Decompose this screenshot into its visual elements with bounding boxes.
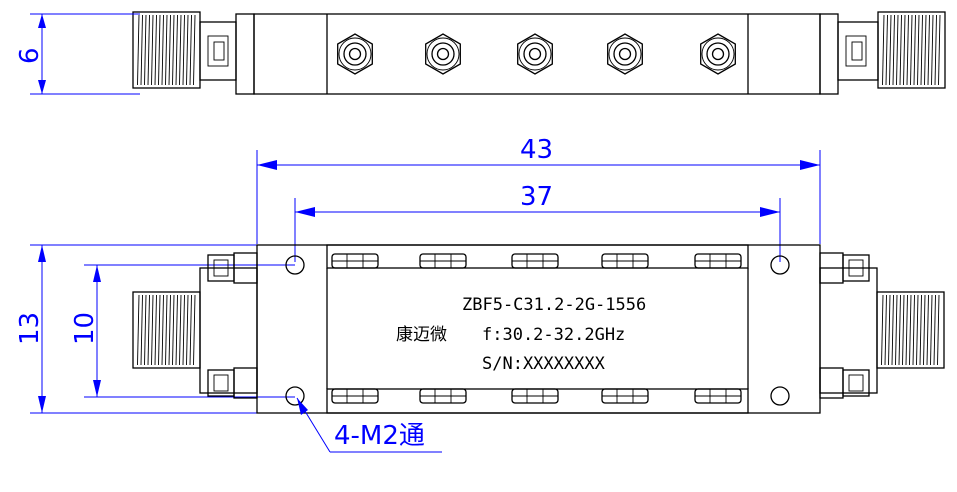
front-left-connector-thread — [137, 294, 196, 366]
mounting-holes — [285, 255, 790, 406]
top-nut — [425, 33, 461, 75]
dim-overall-length: 43 — [256, 135, 821, 244]
dim-overall-height: 13 — [15, 244, 257, 414]
front-view: 43 37 13 10 — [15, 135, 945, 453]
top-left-connector-thread — [137, 14, 196, 86]
mounting-hole-bottom-left — [285, 386, 305, 406]
front-nut — [601, 388, 649, 404]
dim-height-top: 6 — [15, 13, 140, 95]
front-view-tuning-nuts — [331, 253, 742, 404]
mounting-hole-top-right — [770, 255, 790, 275]
front-nut — [694, 253, 742, 269]
frequency-range: f:30.2-32.2GHz — [482, 325, 625, 345]
model-number: ZBF5-C31.2-2G-1556 — [462, 295, 646, 315]
brand-name: 康迈微 — [396, 325, 447, 345]
hole-callout: 4-M2通 — [296, 397, 442, 453]
top-nut — [607, 33, 643, 75]
top-nut — [337, 33, 373, 75]
top-right-connector — [819, 11, 946, 95]
dim-13-label: 13 — [15, 312, 45, 345]
mounting-hole-bottom-right — [770, 386, 790, 406]
dim-6-label: 6 — [15, 47, 45, 64]
top-nut — [517, 33, 553, 75]
front-right-connector-thread — [881, 294, 940, 366]
front-nut — [601, 253, 649, 269]
dim-hole-spacing-x: 37 — [294, 182, 781, 262]
product-label: ZBF5-C31.2-2G-1556 康迈微 f:30.2-32.2GHz S/… — [396, 295, 646, 374]
top-view: 6 — [15, 11, 946, 95]
front-left-connector — [132, 252, 258, 399]
front-nut — [511, 388, 559, 404]
dim-43-label: 43 — [520, 135, 553, 165]
front-nut — [694, 388, 742, 404]
dim-hole-spacing-y: 10 — [70, 264, 295, 398]
front-nut — [419, 253, 467, 269]
hole-callout-label: 4-M2通 — [334, 421, 425, 451]
front-nut — [511, 253, 559, 269]
dim-10-label: 10 — [70, 312, 100, 345]
mounting-hole-top-left — [285, 255, 305, 275]
top-left-connector — [132, 11, 255, 95]
dim-37-label: 37 — [520, 182, 553, 212]
front-nut — [419, 388, 467, 404]
front-nut — [331, 388, 379, 404]
front-nut — [331, 253, 379, 269]
top-view-tuning-nuts — [337, 33, 736, 75]
bottom-rib — [326, 388, 749, 414]
top-right-connector-thread — [882, 14, 941, 86]
top-rib — [326, 244, 749, 269]
top-nut — [700, 33, 736, 75]
serial-number: S/N:XXXXXXXX — [482, 354, 606, 374]
front-right-connector — [819, 252, 945, 399]
